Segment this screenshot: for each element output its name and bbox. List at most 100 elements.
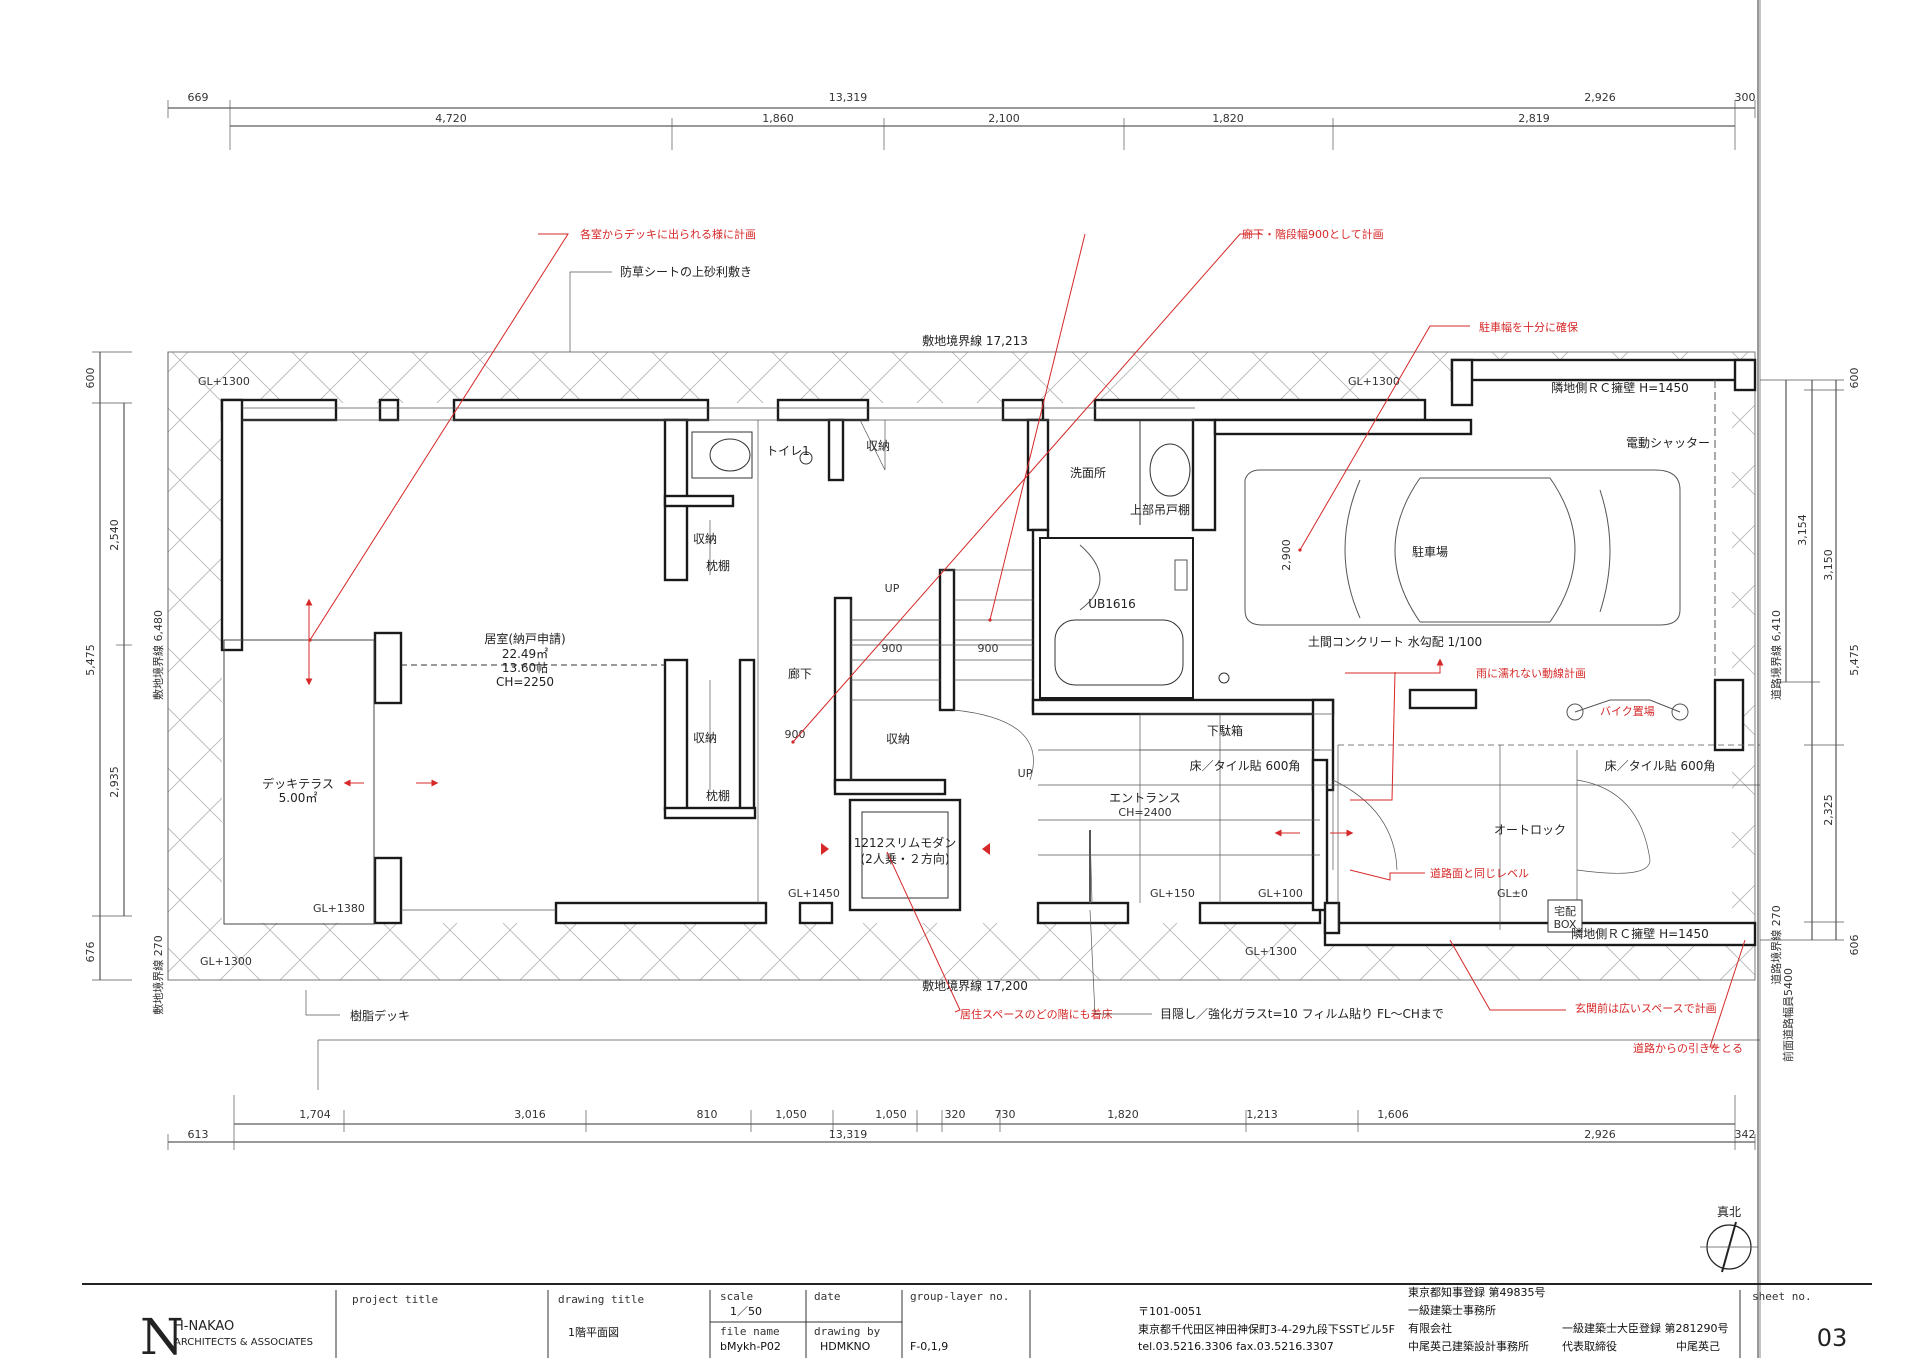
- left-dimensions: 600 2,540 5,475 2,935 676 敷地境界線 6,480 敷地…: [84, 351, 169, 1015]
- registration-3: 一級建築士大臣登録 第281290号: [1562, 1321, 1729, 1335]
- rc-wall-top: 隣地側ＲＣ擁壁 H=1450: [1551, 380, 1688, 395]
- washroom-label: 洗面所: [1070, 466, 1106, 480]
- firm-sub: ARCHITECTS & ASSOCIATES: [174, 1337, 313, 1348]
- note-resin-deck: 樹脂デッキ: [350, 1008, 410, 1023]
- red-annotations: 各室からデッキに出られる様に計画 防草シートの上砂利敷き 廊下・階段幅900とし…: [305, 227, 1746, 1055]
- depth-2900: 2,900: [1280, 539, 1293, 571]
- note-bike: バイク置場: [1600, 705, 1655, 718]
- registration-2: 一級建築士事務所: [1408, 1303, 1496, 1317]
- boundary-top-label: 敷地境界線 17,213: [922, 333, 1028, 348]
- north-label: 真北: [1717, 1205, 1741, 1219]
- drawing-title-label: drawing title: [558, 1293, 644, 1306]
- note-corridor-900: 廊下・階段幅900として計画: [1242, 227, 1384, 241]
- drawing-by-label: drawing by: [814, 1325, 881, 1338]
- date-label: date: [814, 1290, 841, 1303]
- company-name: 中尾英己建築設計事務所: [1408, 1339, 1529, 1353]
- note-setback: 道路からの引きをとる: [1633, 1041, 1743, 1055]
- gl-bottom-right: GL+1300: [1245, 945, 1297, 958]
- room-labels: 居室(納戸申請) 22.49㎡ 13.60帖 CH=2250 デッキテラス 5.…: [262, 380, 1715, 941]
- floor-tile-2: 床／タイル貼 600角: [1605, 758, 1716, 773]
- shoe-box-label: 下駄箱: [1207, 723, 1243, 738]
- dim-right-2: 3,154: [1796, 514, 1809, 546]
- dim-bot-seg-5: 1,050: [875, 1108, 907, 1121]
- toilet-label: トイレ1: [766, 444, 810, 458]
- gl-1450: GL+1450: [788, 887, 840, 900]
- dim-top-seg-4: 1,820: [1212, 112, 1244, 125]
- tel-fax: tel.03.5216.3306 fax.03.5216.3307: [1138, 1340, 1334, 1353]
- note-parking-width: 駐車幅を十分に確保: [1479, 320, 1578, 334]
- sheet-no-value: 03: [1817, 1324, 1848, 1352]
- shelf-a-label: 枕棚: [706, 558, 730, 573]
- autolock-label: オートロック: [1494, 823, 1566, 837]
- living-tatami: 13.60帖: [502, 660, 548, 675]
- dim-right-4: 5,475: [1848, 644, 1861, 676]
- delivery-box-2: BOX: [1554, 918, 1577, 931]
- upper-cabinet-label: 上部吊戸棚: [1130, 502, 1190, 517]
- width-900-a: 900: [882, 642, 903, 655]
- dim-top-overall: 13,319: [829, 91, 868, 104]
- car-outline: [1244, 469, 1681, 626]
- title-block: N H-NAKAO ARCHITECTS & ASSOCIATES projec…: [82, 1283, 1872, 1358]
- boundary-bottom-label: 敷地境界線 17,200: [922, 978, 1028, 993]
- bathtub-icon: [1039, 537, 1194, 699]
- dim-left-4: 2,935: [108, 766, 121, 798]
- dim-top-seg-1: 4,720: [435, 112, 467, 125]
- address: 東京都千代田区神田神保町3-4-29九段下SSTビル5F: [1138, 1322, 1395, 1336]
- building-walls: [220, 358, 1757, 947]
- postal-code: 〒101-0051: [1138, 1305, 1202, 1318]
- left-boundary-top: 敷地境界線 6,480: [151, 610, 165, 700]
- dim-top-seg-3: 2,100: [988, 112, 1020, 125]
- entrance-ch: CH=2400: [1118, 806, 1171, 819]
- north-arrow: 真北: [1700, 1205, 1758, 1273]
- dim-bot-seg-6: 320: [945, 1108, 966, 1121]
- rc-wall-bot: 隣地側ＲＣ擁壁 H=1450: [1571, 926, 1708, 941]
- dim-top-seg-5: 2,819: [1518, 112, 1550, 125]
- gl-top-left: GL+1300: [198, 375, 250, 388]
- dim-bot-seg-1: 1,704: [299, 1108, 331, 1121]
- group-layer-label: group-layer no.: [910, 1290, 1009, 1303]
- gl-bottom-left: GL+1300: [200, 955, 252, 968]
- note-entrance-space: 玄関前は広いスペースで計画: [1575, 1001, 1717, 1015]
- dim-left-3: 5,475: [84, 644, 97, 676]
- site-area: [167, 351, 1756, 981]
- dim-right-5: 2,325: [1822, 794, 1835, 826]
- floor-tile-1: 床／タイル貼 600角: [1190, 758, 1301, 773]
- right-boundary-top: 道路境界線 6,410: [1769, 610, 1783, 700]
- dim-bot-seg-8: 1,820: [1107, 1108, 1139, 1121]
- file-name-value: bMykh-P02: [720, 1340, 781, 1353]
- entrance-label: エントランス: [1109, 791, 1181, 805]
- road-width: 前面道路幅員5400: [1781, 968, 1795, 1062]
- top-dimensions: 669 13,319 2,926 300 4,720 1,860 2,100 1…: [167, 91, 1756, 150]
- note-glass: 目隠し／強化ガラスt=10 フィルム貼り FL～CHまで: [1160, 1006, 1444, 1021]
- note-elevator-stop: 居住スペースのどの階にも着床: [960, 1007, 1113, 1021]
- company-type: 有限会社: [1408, 1321, 1452, 1335]
- dim-top-right1: 2,926: [1584, 91, 1616, 104]
- scale-value: 1／50: [730, 1305, 762, 1318]
- dim-bot-seg-4: 1,050: [775, 1108, 807, 1121]
- sink-icon: [1139, 420, 1191, 525]
- scale-label: scale: [720, 1290, 753, 1303]
- dim-top-seg-2: 1,860: [762, 112, 794, 125]
- right-boundary-bot: 道路境界線 270: [1769, 905, 1783, 985]
- corridor-label: 廊下: [788, 666, 812, 681]
- living-name: 居室(納戸申請): [484, 631, 565, 646]
- elevator-spec: (2人乗・２方向): [861, 851, 950, 866]
- width-900-c: 900: [785, 728, 806, 741]
- note-deck-all-rooms: 各室からデッキに出られる様に計画: [580, 227, 756, 241]
- note-road-level: 道路面と同じレベル: [1430, 866, 1529, 880]
- concrete-label: 土間コンクリート 水勾配 1/100: [1308, 635, 1482, 649]
- width-900-b: 900: [978, 642, 999, 655]
- up-label-2: UP: [1018, 767, 1033, 780]
- elevator-name: 1212スリムモダン: [854, 835, 957, 850]
- dim-top-left: 669: [188, 91, 209, 104]
- file-name-label: file name: [720, 1325, 780, 1338]
- toilet-icon: [691, 431, 813, 479]
- firm-name: H-NAKAO: [174, 1319, 234, 1334]
- dim-right-6: 606: [1848, 935, 1861, 956]
- unit-bath-label: UB1616: [1088, 597, 1136, 611]
- rep-name: 中尾英己: [1676, 1339, 1720, 1353]
- shelf-b-label: 枕棚: [706, 788, 730, 803]
- dim-bot-right1: 2,926: [1584, 1128, 1616, 1141]
- dim-right-3: 3,150: [1822, 549, 1835, 581]
